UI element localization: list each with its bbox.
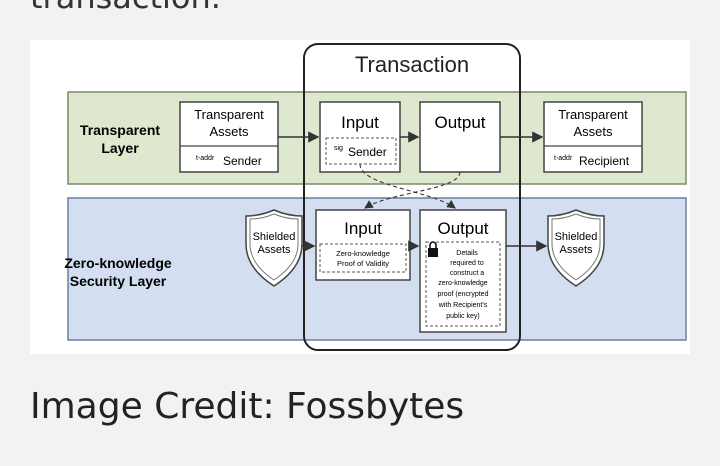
cross-layer-dashed-arrows — [359, 163, 461, 209]
sig-label: Sender — [348, 145, 387, 159]
left-addr-prefix: t-addr — [196, 155, 215, 162]
zk-detail-line-2: required to — [450, 260, 484, 267]
zk-proof-line2: Proof of Validity — [337, 259, 389, 268]
zk-detail-line-4: zero-knowledge — [438, 280, 488, 287]
page-heading-partial: transaction. — [30, 0, 221, 16]
sig-prefix: sig — [334, 145, 343, 152]
lock-icon — [428, 241, 438, 257]
left-assets-line1: Transparent — [194, 107, 264, 122]
zk-detail-line-3: construct a — [450, 270, 484, 277]
zk-proof-line1: Zero-knowledge — [336, 249, 390, 258]
left-addr-label: Sender — [223, 154, 262, 168]
zk-output-title: Output — [437, 219, 488, 238]
zk-detail-line-7: public key) — [446, 313, 479, 320]
transparent-output-box: Output — [419, 101, 501, 173]
zk-detail-line-1: Details — [456, 250, 478, 257]
right-assets-line2: Assets — [573, 124, 613, 139]
shield-right-line2: Assets — [559, 244, 593, 256]
transparent-input-box: Input sig Sender — [319, 101, 401, 173]
transparent-output-title: Output — [434, 113, 485, 132]
right-addr-prefix: t-addr — [554, 155, 573, 162]
zk-output-box: Output Details required to construct a z… — [419, 209, 507, 333]
zk-layer-label-line2: Security Layer — [70, 273, 167, 289]
dashed-arrow-output-to-zk-input — [364, 171, 461, 209]
zk-detail-line-6: with Recipient's — [438, 302, 488, 309]
zk-input-title: Input — [344, 219, 382, 238]
left-transparent-assets-box: Transparent Assets t-addr Sender — [179, 101, 279, 173]
transaction-frame — [303, 43, 521, 351]
right-transparent-assets-box: Transparent Assets t-addr Recipient — [543, 101, 643, 173]
transaction-diagram: Transaction Transparent Layer Zero-knowl… — [30, 40, 690, 354]
transparent-layer-label-line2: Layer — [101, 140, 139, 156]
transaction-title: Transaction — [355, 52, 469, 77]
shield-left-line2: Assets — [257, 244, 291, 256]
shield-right-line1: Shielded — [555, 231, 598, 243]
transparent-input-title: Input — [341, 113, 379, 132]
shielded-assets-right-icon: Shielded Assets — [547, 209, 605, 287]
zk-input-box: Input Zero-knowledge Proof of Validity — [315, 209, 411, 281]
dashed-arrow-input-to-zk-output — [359, 163, 456, 209]
right-addr-label: Recipient — [579, 154, 630, 168]
diagram-svg: Transaction Transparent Layer Zero-knowl… — [64, 43, 687, 351]
shield-left-line1: Shielded — [253, 231, 296, 243]
shielded-assets-left-icon: Shielded Assets — [245, 209, 303, 287]
right-assets-line1: Transparent — [558, 107, 628, 122]
flow-arrows — [278, 131, 548, 252]
zk-layer-label-line1: Zero-knowledge — [64, 255, 172, 271]
left-assets-line2: Assets — [209, 124, 249, 139]
zk-detail-line-5: proof (encrypted — [438, 291, 489, 298]
image-credit-caption: Image Credit: Fossbytes — [30, 386, 465, 427]
transparent-layer-label-line1: Transparent — [80, 122, 160, 138]
